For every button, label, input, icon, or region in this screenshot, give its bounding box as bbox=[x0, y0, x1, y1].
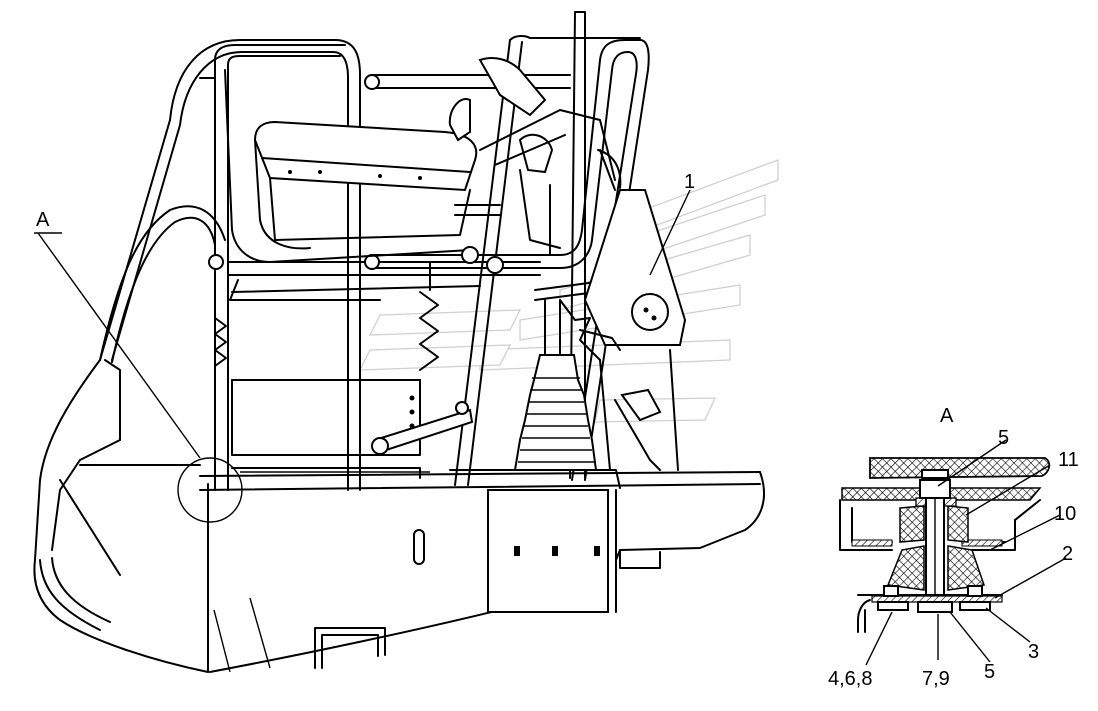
detail-view-title: A bbox=[940, 405, 954, 427]
left-bellows bbox=[214, 291, 439, 456]
outer-guard-frame bbox=[33, 39, 361, 673]
callout-2: 2 bbox=[1062, 543, 1073, 565]
callout-5-bottom: 5 bbox=[984, 661, 995, 683]
callout-1-label: 1 bbox=[684, 171, 695, 193]
callout-7-9: 7,9 bbox=[922, 668, 950, 690]
callout-1: 1 bbox=[649, 171, 695, 276]
detail-view-a: A bbox=[828, 405, 1079, 690]
floor-plates bbox=[231, 467, 621, 489]
callout-11: 11 bbox=[1058, 449, 1079, 471]
view-a-marker: A bbox=[34, 209, 243, 523]
callout-4-6-8: 4,6,8 bbox=[828, 668, 872, 690]
callout-5-top: 5 bbox=[998, 427, 1009, 449]
callout-3: 3 bbox=[1028, 641, 1039, 663]
callout-10: 10 bbox=[1054, 503, 1076, 525]
view-a-label-left: A bbox=[36, 209, 50, 231]
right-console bbox=[448, 57, 687, 471]
platform-body bbox=[199, 471, 765, 673]
operator-seat bbox=[199, 69, 504, 301]
